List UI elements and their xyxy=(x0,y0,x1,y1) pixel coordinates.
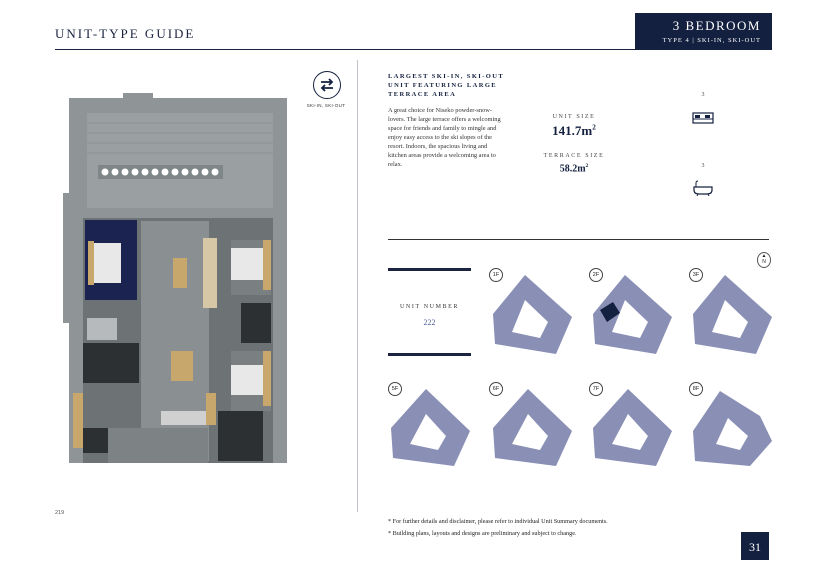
page-number: 31 xyxy=(741,532,769,560)
unit-description: A great choice for Niseko powder-snow-lo… xyxy=(388,107,501,168)
unit-rule-top xyxy=(388,268,471,271)
bedroom-count: 3 xyxy=(701,92,705,98)
disclaimer-details: * For further details and disclaimer, pl… xyxy=(388,518,608,525)
unit-number-value: 222 xyxy=(423,318,436,327)
ski-in-ski-out-label: SKI-IN, SKI-OUT xyxy=(306,103,346,108)
vertical-divider xyxy=(357,60,358,512)
floor-label-8f: 8F xyxy=(689,382,703,396)
floor-plan-6f xyxy=(493,389,572,466)
section-divider xyxy=(388,239,769,240)
badge-subtitle: TYPE 4 | SKI-IN, SKI-OUT xyxy=(662,37,761,44)
floor-plan-7f xyxy=(593,389,672,466)
bed-icon xyxy=(692,112,714,124)
bathtub-icon xyxy=(693,180,713,196)
unit-headline: LARGEST SKI-IN, SKI-OUT UNIT FEATURING L… xyxy=(388,73,504,98)
floor-label-5f: 5F xyxy=(388,382,402,396)
unit-type-badge: 3 BEDROOM TYPE 4 | SKI-IN, SKI-OUT xyxy=(635,13,772,50)
floor-label-2f: 2F xyxy=(589,268,603,282)
floor-label-1f: 1F xyxy=(489,268,503,282)
floor-plan-3f xyxy=(693,275,772,354)
unit-size-value: 141.7m2 xyxy=(552,123,596,138)
north-arrow-icon: ▲N xyxy=(757,252,771,268)
unit-rule-bottom xyxy=(388,353,471,356)
floor-plan-1f xyxy=(493,275,572,354)
bathroom-count: 3 xyxy=(701,163,705,169)
unit-location-highlight xyxy=(600,302,620,322)
page-reference: 219 xyxy=(55,510,65,516)
header-rule xyxy=(55,49,635,50)
floor-plan-2f xyxy=(593,275,672,354)
floor-plan-8f xyxy=(693,391,772,466)
floor-label-6f: 6F xyxy=(489,382,503,396)
floor-label-7f: 7F xyxy=(589,382,603,396)
ski-in-ski-out-icon xyxy=(313,71,341,99)
floor-plan-5f xyxy=(391,389,470,466)
terrace-size-value: 58.2m2 xyxy=(559,163,589,175)
badge-title: 3 BEDROOM xyxy=(672,18,761,33)
guide-title: UNIT-TYPE GUIDE xyxy=(55,26,196,41)
unit-size-label: UNIT SIZE xyxy=(552,114,596,120)
disclaimer-preliminary: * Building plans, layouts and designs ar… xyxy=(388,530,577,537)
terrace-size-label: TERRACE SIZE xyxy=(543,153,605,159)
terrace-plants xyxy=(101,168,219,176)
floor-plan-image xyxy=(63,93,287,463)
floor-label-3f: 3F xyxy=(689,268,703,282)
unit-number-label: UNIT NUMBER xyxy=(400,304,459,310)
